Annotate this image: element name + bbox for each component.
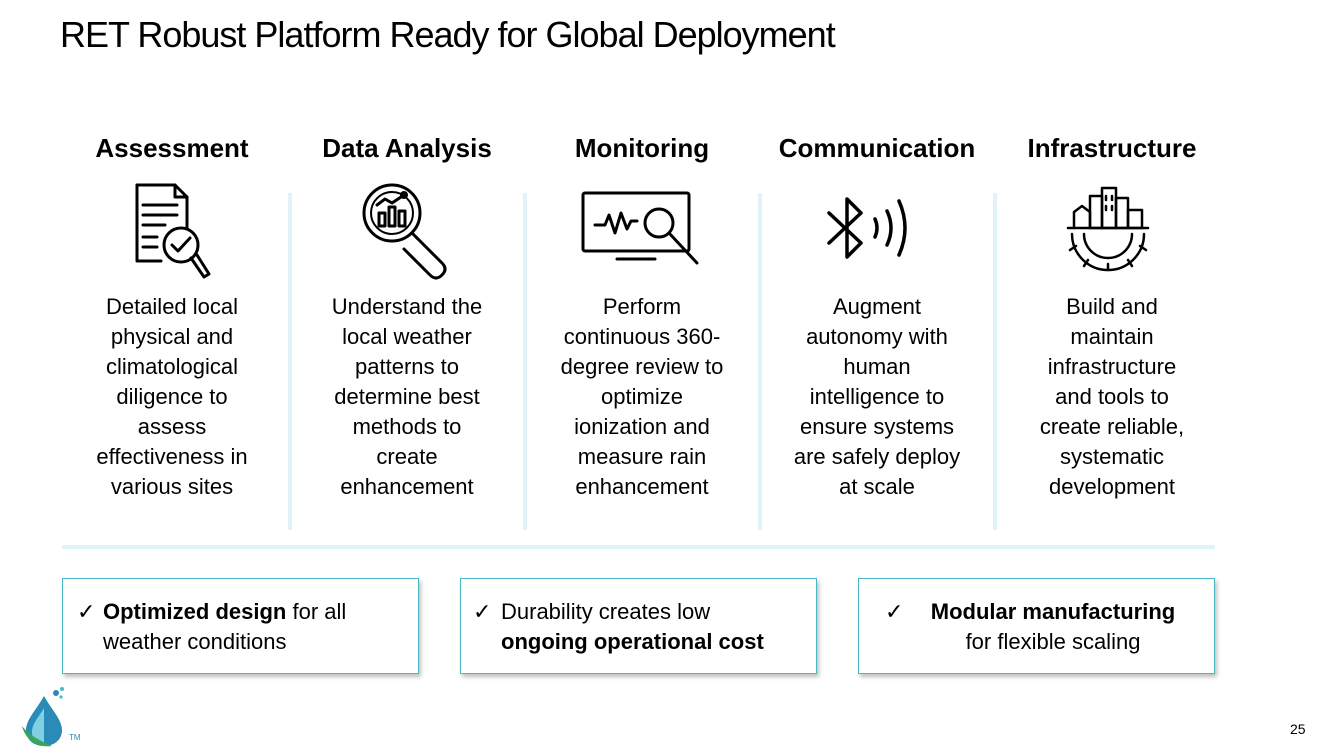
feature-box-durability: ✓ Durability creates low ongoing operati… xyxy=(460,578,817,674)
column-description: Build and maintain infrastructure and to… xyxy=(1039,294,1185,499)
checkmark-icon: ✓ xyxy=(885,599,904,624)
column-monitoring: Monitoring Perform continuous 360- degre… xyxy=(537,128,747,502)
column-communication: Communication Augment autonomy with huma… xyxy=(772,128,982,502)
company-logo xyxy=(18,686,72,753)
column-heading: Infrastructure xyxy=(1027,133,1197,163)
trademark-label: TM xyxy=(69,733,81,742)
column-description: Detailed local physical and climatologic… xyxy=(96,294,248,499)
column-description: Understand the local weather patterns to… xyxy=(331,294,483,499)
column-heading: Assessment xyxy=(95,133,249,163)
checkmark-icon: ✓ xyxy=(473,599,492,624)
column-divider xyxy=(993,193,997,530)
column-infrastructure: Infrastructure Build and maintain infras… xyxy=(1007,128,1217,502)
feature-box-optimized-design: ✓ Optimized design for all weather condi… xyxy=(62,578,419,674)
column-divider xyxy=(523,193,527,530)
column-heading: Communication xyxy=(778,133,976,163)
feature-text: Modular manufacturing for flexible scali… xyxy=(930,599,1176,654)
column-heading: Data Analysis xyxy=(322,133,492,163)
monitor-waveform-icon xyxy=(537,170,747,290)
page-number: 25 xyxy=(1290,721,1306,737)
column-divider xyxy=(758,193,762,530)
column-assessment: Assessment Detailed local physical and c… xyxy=(67,128,277,502)
city-gear-icon xyxy=(1007,170,1217,290)
column-divider xyxy=(288,193,292,530)
feature-text: Durability creates low ongoing operation… xyxy=(501,599,764,654)
feature-text: Optimized design for all weather conditi… xyxy=(103,599,347,654)
document-magnifier-icon xyxy=(67,170,277,290)
slide-title: RET Robust Platform Ready for Global Dep… xyxy=(60,14,836,55)
column-heading: Monitoring xyxy=(574,133,710,163)
column-description: Perform continuous 360- degree review to… xyxy=(560,294,724,499)
horizontal-divider xyxy=(62,545,1215,549)
analytics-magnifier-icon xyxy=(302,170,512,290)
feature-box-modular-manufacturing: ✓ Modular manufacturing for flexible sca… xyxy=(858,578,1215,674)
column-description: Augment autonomy with human intelligence… xyxy=(793,294,961,499)
checkmark-icon: ✓ xyxy=(77,599,96,624)
bluetooth-signal-icon xyxy=(772,170,982,290)
column-data-analysis: Data Analysis Understand the local weath… xyxy=(302,128,512,502)
